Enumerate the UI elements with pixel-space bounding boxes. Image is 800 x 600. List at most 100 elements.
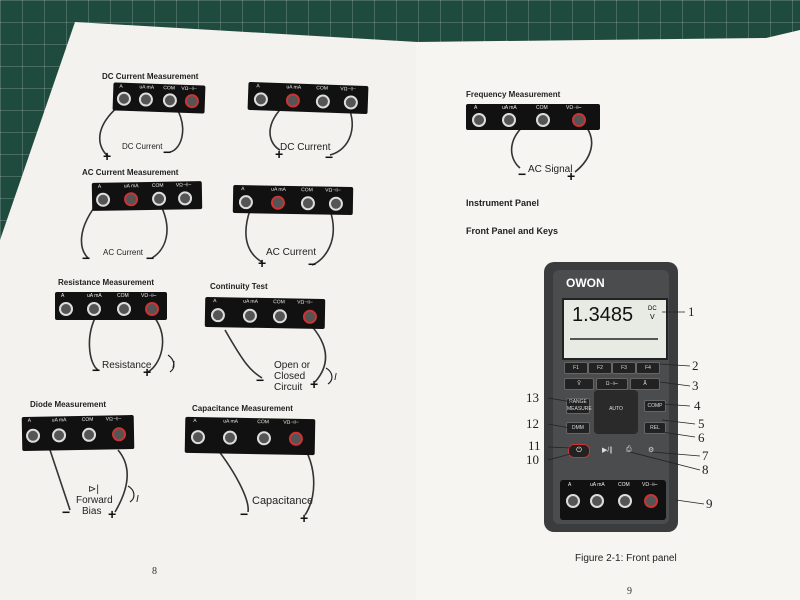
jack-com bbox=[536, 113, 550, 127]
section-title-capacitance: Capacitance Measurement bbox=[192, 404, 293, 413]
arrow-indicator: I bbox=[172, 360, 175, 371]
f4-key[interactable]: F4 bbox=[636, 362, 660, 374]
jack-label-ua-ma: uA mA bbox=[502, 105, 517, 111]
diode-symbol: ⊳| bbox=[88, 484, 99, 495]
minus-sign: − bbox=[163, 144, 172, 160]
page-number-right: 9 bbox=[627, 586, 632, 597]
lead-label-dc-current-1: DC Current bbox=[122, 142, 163, 151]
plus-sign: + bbox=[310, 376, 319, 392]
current-key[interactable]: Ã bbox=[630, 378, 660, 390]
range-label: RANGE bbox=[569, 399, 587, 405]
lead-label-ac-current-1: AC Current bbox=[103, 248, 144, 257]
lead-label-dc-current-2: DC Current bbox=[280, 142, 331, 153]
callout-1: 1 bbox=[688, 304, 695, 319]
section-title-continuity: Continuity Test bbox=[210, 282, 268, 291]
jack-panel-resistance: A uA mA COM VΩ⊣⊢ bbox=[55, 292, 167, 320]
f3-key[interactable]: F3 bbox=[612, 362, 636, 374]
voltage-key[interactable]: Ṽ bbox=[564, 378, 594, 390]
plus-sign: + bbox=[300, 510, 309, 526]
lead-label-continuity-2: Closed bbox=[274, 371, 306, 382]
lead-label-capacitance: Capacitance bbox=[252, 495, 314, 507]
callout-6: 6 bbox=[698, 430, 705, 445]
measure-label: MEASURE bbox=[567, 406, 592, 412]
lead-label-ac-signal: AC Signal bbox=[528, 164, 573, 175]
callout-8: 8 bbox=[702, 462, 709, 477]
f2-key[interactable]: F2 bbox=[588, 362, 612, 374]
arrow-indicator: I bbox=[136, 494, 139, 505]
jack-ua-ma bbox=[87, 302, 101, 316]
jack-a bbox=[472, 113, 486, 127]
jack-label-a: A bbox=[474, 105, 478, 111]
lead-label-resistance: Resistance bbox=[102, 360, 152, 371]
heading-front-panel-keys: Front Panel and Keys bbox=[466, 226, 559, 236]
lcd-display: 1.3485 DC V bbox=[562, 298, 668, 360]
minus-sign: − bbox=[92, 362, 101, 378]
rel-key[interactable]: REL bbox=[644, 422, 666, 434]
arrow-indicator: I bbox=[334, 372, 337, 383]
run-stop-key[interactable]: ▶/∥ bbox=[602, 447, 613, 454]
lead-label-diode-1: Forward bbox=[76, 495, 113, 506]
jack-label-vohm: VΩ⊣⊢ bbox=[141, 293, 157, 299]
plus-sign: + bbox=[567, 168, 576, 184]
page-number-left: 8 bbox=[152, 566, 157, 577]
lcd-unit-top: DC bbox=[648, 306, 657, 312]
lead-label-ac-current-2: AC Current bbox=[266, 247, 317, 258]
comp-key[interactable]: COMP bbox=[644, 400, 666, 412]
jack-label-com: COM bbox=[117, 293, 129, 299]
section-title-frequency: Frequency Measurement bbox=[466, 90, 561, 99]
jack-vohm bbox=[644, 494, 658, 508]
plus-sign: + bbox=[258, 255, 267, 271]
jack-vohm bbox=[145, 302, 159, 316]
lead-label-diode-2: Bias bbox=[82, 506, 102, 517]
jack-label-vohm: VΩ⊣⊢ bbox=[642, 482, 658, 488]
minus-sign: − bbox=[62, 504, 71, 520]
section-title-diode: Diode Measurement bbox=[30, 400, 107, 409]
direction-pad[interactable]: AUTO bbox=[594, 390, 638, 434]
jack-a bbox=[566, 494, 580, 508]
input-jacks-panel: A uA mA COM VΩ⊣⊢ bbox=[560, 480, 666, 520]
auto-key[interactable]: AUTO bbox=[609, 406, 623, 412]
ohm-key[interactable]: Ω⊣⊢ bbox=[596, 378, 628, 390]
plus-sign: + bbox=[103, 148, 112, 164]
minus-sign: − bbox=[308, 256, 317, 272]
minus-sign: − bbox=[82, 250, 91, 266]
callout-7: 7 bbox=[702, 448, 709, 463]
lcd-unit-bottom: V bbox=[650, 314, 655, 321]
jack-com bbox=[117, 302, 131, 316]
jack-vohm bbox=[572, 113, 586, 127]
plus-sign: + bbox=[143, 364, 152, 380]
jack-a bbox=[59, 302, 73, 316]
dmm-key[interactable]: DMM bbox=[566, 422, 590, 434]
callout-13: 13 bbox=[526, 390, 539, 405]
brand-logo: OWON bbox=[566, 276, 605, 290]
jack-label-a: A bbox=[61, 293, 65, 299]
minus-sign: − bbox=[256, 372, 265, 388]
jack-com bbox=[618, 494, 632, 508]
section-title-resistance: Resistance Measurement bbox=[58, 278, 155, 287]
plus-sign: + bbox=[275, 146, 284, 162]
heading-instrument-panel: Instrument Panel bbox=[466, 198, 540, 208]
minus-sign: − bbox=[518, 166, 527, 182]
jack-ua-ma bbox=[590, 494, 604, 508]
settings-key[interactable]: ⚙ bbox=[648, 447, 655, 454]
callout-9: 9 bbox=[706, 496, 713, 511]
section-title-dc-current: DC Current Measurement bbox=[102, 72, 199, 81]
jack-label-com: COM bbox=[618, 482, 630, 488]
lead-label-continuity-1: Open or bbox=[274, 360, 311, 371]
lead-label-continuity-3: Circuit bbox=[274, 382, 303, 393]
callout-4: 4 bbox=[694, 398, 701, 413]
jack-label-ua-ma: uA mA bbox=[590, 482, 605, 488]
jack-label-vohm: VΩ⊣⊢ bbox=[566, 105, 582, 111]
f1-key[interactable]: F1 bbox=[564, 362, 588, 374]
save-key[interactable]: ⎙ bbox=[626, 446, 632, 453]
callout-12: 12 bbox=[526, 416, 539, 431]
jack-panel-frequency: A uA mA COM VΩ⊣⊢ bbox=[466, 104, 600, 130]
callout-2: 2 bbox=[692, 358, 699, 373]
section-title-ac-current: AC Current Measurement bbox=[82, 168, 179, 177]
minus-sign: − bbox=[146, 250, 155, 266]
callout-3: 3 bbox=[692, 378, 699, 393]
lcd-bargraph bbox=[570, 338, 658, 340]
figure-caption: Figure 2-1: Front panel bbox=[575, 553, 677, 564]
power-key[interactable]: ⏻ bbox=[568, 444, 590, 458]
